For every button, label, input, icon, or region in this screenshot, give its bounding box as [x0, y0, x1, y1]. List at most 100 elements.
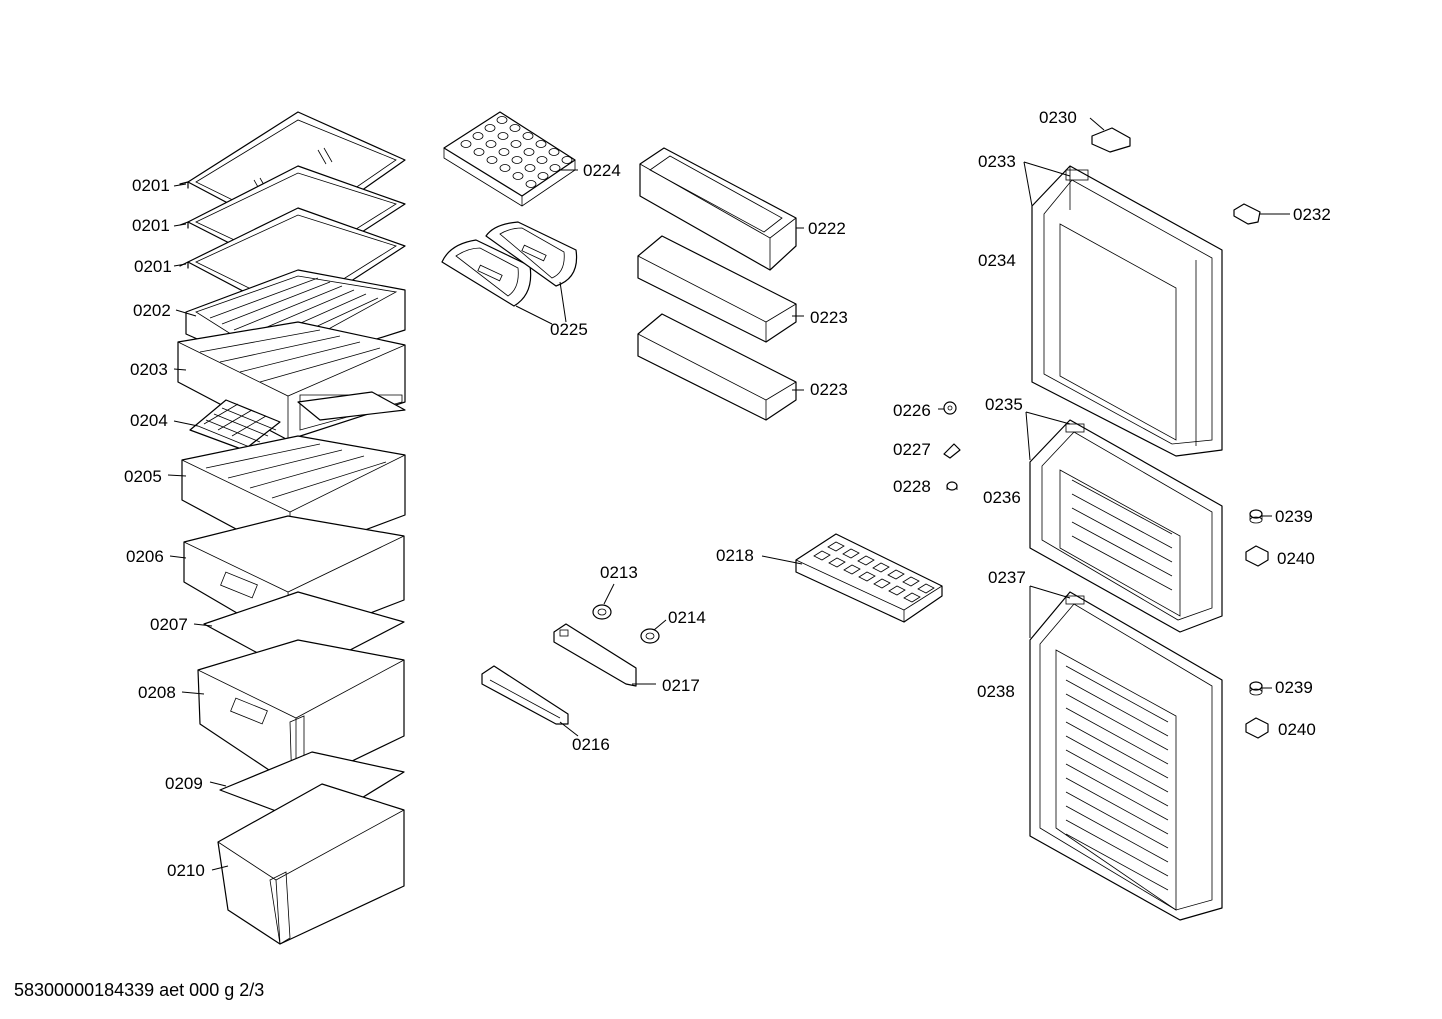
- part-0223-door-shelf-2: [637, 313, 797, 421]
- egg-hole: [525, 180, 537, 188]
- ice-cell: [813, 550, 831, 561]
- egg-hole: [522, 132, 534, 140]
- egg-hole: [499, 164, 511, 172]
- egg-hole: [509, 124, 521, 132]
- egg-hole: [486, 156, 498, 164]
- label-0239: 0239: [1275, 507, 1313, 526]
- part-0204-grid-insert: [189, 391, 406, 451]
- ice-cell: [872, 562, 890, 573]
- label-0225: 0225: [550, 320, 588, 339]
- ice-cell: [903, 592, 921, 603]
- egg-hole: [498, 148, 510, 156]
- egg-hole: [512, 172, 524, 180]
- part-0236-freezer-door: [1029, 419, 1223, 633]
- ice-cell: [917, 583, 935, 594]
- label-0205: 0205: [124, 467, 162, 486]
- label-0234: 0234: [978, 251, 1016, 270]
- label-0203: 0203: [130, 360, 168, 379]
- part-0210-bottom-bin: [217, 783, 405, 945]
- label-0223: 0223: [810, 380, 848, 399]
- door-slat: [1065, 819, 1169, 877]
- part-0223-door-shelf-1: [637, 235, 797, 343]
- ice-cell: [828, 557, 846, 568]
- door-slat: [1065, 805, 1169, 863]
- label-0209: 0209: [165, 774, 203, 793]
- part-0230-hinge-cover: [1091, 127, 1131, 153]
- part-0213-knob: [592, 604, 612, 620]
- part-0225-bottle-holders: [441, 221, 578, 307]
- egg-hole: [561, 156, 573, 164]
- label-0222: 0222: [808, 219, 846, 238]
- door-slat: [1065, 749, 1169, 807]
- door-slat: [1065, 791, 1169, 849]
- egg-hole: [548, 148, 560, 156]
- label-0202: 0202: [133, 301, 171, 320]
- label-0208: 0208: [138, 683, 176, 702]
- part-labels: 0201 0201 0201 0202 0203 0204 0205 0206 …: [124, 108, 1331, 880]
- ice-cell: [857, 555, 875, 566]
- egg-hole: [496, 116, 508, 124]
- label-0226: 0226: [893, 401, 931, 420]
- drawing-reference-number: 58300000184339 aet 000 g 2/3: [14, 980, 265, 1000]
- label-0223: 0223: [810, 308, 848, 327]
- ice-cell: [902, 576, 920, 587]
- door-slat: [1065, 777, 1169, 835]
- ice-cell: [842, 548, 860, 559]
- door-slat: [1065, 763, 1169, 821]
- egg-hole: [484, 124, 496, 132]
- door-slat: [1065, 665, 1169, 723]
- door-slat: [1065, 679, 1169, 737]
- egg-hole: [510, 140, 522, 148]
- label-0239: 0239: [1275, 678, 1313, 697]
- label-0213: 0213: [600, 563, 638, 582]
- ice-cell: [858, 571, 876, 582]
- egg-hole: [485, 140, 497, 148]
- egg-hole: [460, 140, 472, 148]
- label-0227: 0227: [893, 440, 931, 459]
- part-0238-freezer-door: [1029, 591, 1223, 921]
- label-0240: 0240: [1278, 720, 1316, 739]
- part-0240-cover-1: [1245, 545, 1269, 567]
- label-0201: 0201: [134, 257, 172, 276]
- part-0234-fridge-door: [1031, 165, 1223, 457]
- label-0216: 0216: [572, 735, 610, 754]
- door-slat: [1065, 707, 1169, 765]
- door-slat: [1065, 721, 1169, 779]
- label-0235: 0235: [985, 395, 1023, 414]
- label-0204: 0204: [130, 411, 168, 430]
- label-0218: 0218: [716, 546, 754, 565]
- door-slat: [1065, 833, 1169, 891]
- door-slat: [1065, 735, 1169, 793]
- egg-hole: [511, 156, 523, 164]
- part-0224-egg-tray: [443, 111, 576, 207]
- part-0217-rail: [553, 623, 637, 687]
- egg-hole: [472, 132, 484, 140]
- label-0233: 0233: [978, 152, 1016, 171]
- egg-hole: [497, 132, 509, 140]
- part-0228-cap: [946, 481, 958, 491]
- label-0228: 0228: [893, 477, 931, 496]
- leader-lines: [167, 117, 1290, 871]
- ice-cell: [843, 564, 861, 575]
- ice-cell: [887, 569, 905, 580]
- egg-hole: [524, 164, 536, 172]
- part-0218-ice-tray: [795, 533, 943, 623]
- label-0232: 0232: [1293, 205, 1331, 224]
- label-0240: 0240: [1277, 549, 1315, 568]
- egg-hole: [537, 172, 549, 180]
- door-slat: [1065, 693, 1169, 751]
- egg-hole: [536, 156, 548, 164]
- label-0238: 0238: [977, 682, 1015, 701]
- label-0201: 0201: [132, 216, 170, 235]
- part-0222-door-shelf: [639, 147, 797, 271]
- label-0214: 0214: [668, 608, 706, 627]
- label-0207: 0207: [150, 615, 188, 634]
- label-0217: 0217: [662, 676, 700, 695]
- part-0239-cap-2: [1249, 681, 1263, 696]
- label-0236: 0236: [983, 488, 1021, 507]
- part-0226-clip: [943, 401, 957, 415]
- label-0237: 0237: [988, 568, 1026, 587]
- label-0201: 0201: [132, 176, 170, 195]
- egg-hole: [473, 148, 485, 156]
